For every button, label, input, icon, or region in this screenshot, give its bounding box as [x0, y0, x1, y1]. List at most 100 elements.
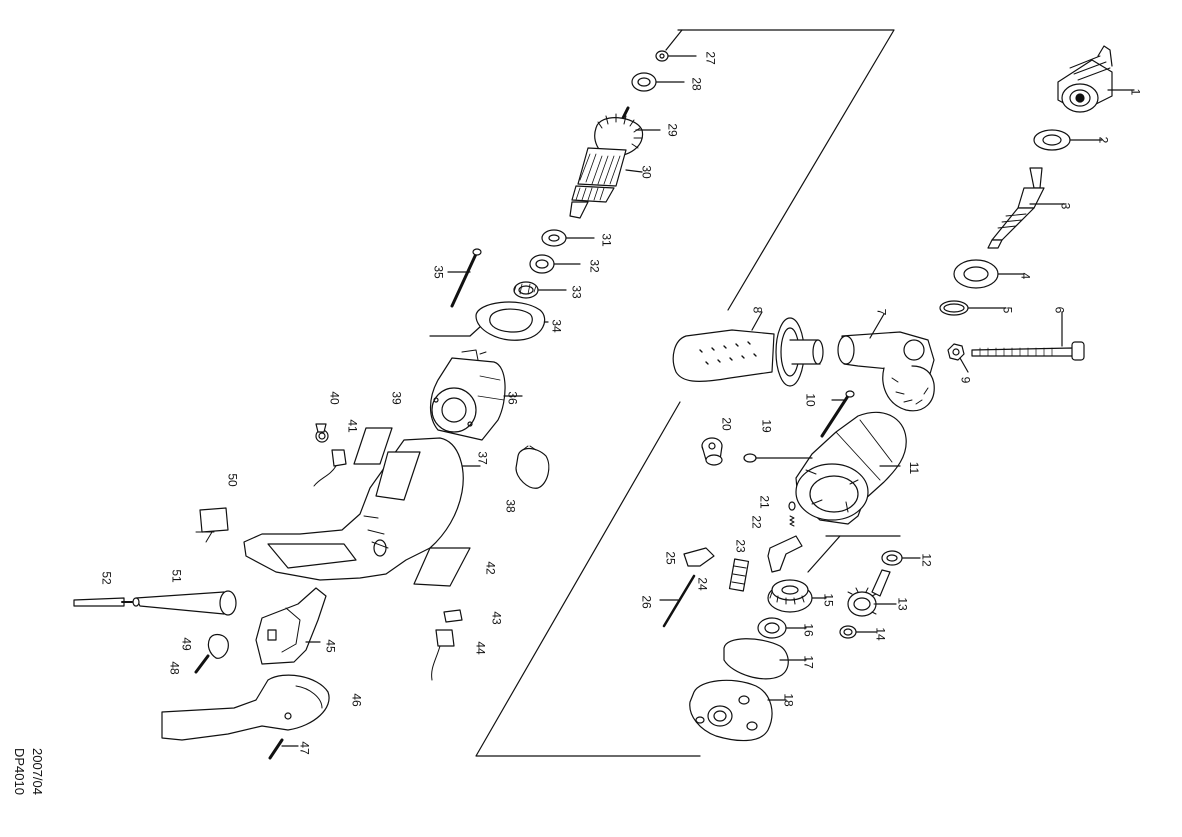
part-38-rear-cover — [515, 445, 550, 489]
part-32-ball-bearing — [529, 254, 581, 274]
part-label-38: 38 — [503, 499, 518, 513]
part-label-43: 43 — [489, 611, 504, 625]
part-12-needle-bearing — [881, 550, 921, 566]
part-14-ball-bearing — [839, 625, 877, 639]
part-label-47: 47 — [297, 741, 312, 755]
part-label-5: 5 — [1000, 306, 1015, 314]
part-label-36: 36 — [505, 391, 520, 405]
part-9-hex-nut — [947, 343, 969, 373]
part-label-24: 24 — [695, 577, 710, 591]
part-1-drill-chuck — [1057, 45, 1135, 113]
part-label-19: 19 — [759, 419, 774, 433]
part-label-11: 11 — [907, 461, 922, 475]
part-22-compression-spring — [789, 515, 795, 527]
part-label-13: 13 — [895, 597, 910, 611]
part-label-17: 17 — [801, 655, 816, 669]
part-11-gear-housing — [795, 411, 907, 525]
part-label-21: 21 — [757, 495, 772, 509]
part-label-25: 25 — [663, 551, 678, 565]
part-40-brush-holder-cap — [315, 423, 329, 443]
part-label-23: 23 — [733, 539, 748, 553]
part-2-washer — [1033, 129, 1103, 151]
part-label-16: 16 — [801, 623, 816, 637]
part-36-field — [429, 349, 523, 441]
part-29-30-armature — [569, 106, 661, 219]
part-label-51: 51 — [169, 569, 184, 583]
part-28-ball-bearing — [631, 72, 685, 92]
part-label-34: 34 — [549, 319, 564, 333]
part-label-33: 33 — [569, 285, 584, 299]
part-21-steel-ball — [788, 501, 796, 511]
part-label-22: 22 — [749, 515, 764, 529]
part-label-46: 46 — [349, 693, 364, 707]
model-number: DP4010 — [12, 748, 27, 795]
part-34-baffle-plate — [475, 301, 546, 341]
part-label-14: 14 — [873, 627, 888, 641]
part-label-52: 52 — [99, 571, 114, 585]
part-8-side-grip — [672, 311, 824, 387]
part-label-8: 8 — [750, 306, 765, 314]
part-label-27: 27 — [703, 51, 718, 65]
part-label-18: 18 — [781, 693, 796, 707]
part-19-o-ring — [743, 453, 813, 463]
part-6-depth-rod — [971, 311, 1085, 361]
part-label-40: 40 — [327, 391, 342, 405]
part-label-28: 28 — [689, 77, 704, 91]
part-18-bearing-box — [689, 679, 787, 742]
part-label-49: 49 — [179, 637, 194, 651]
part-42-name-plate — [413, 547, 471, 587]
part-label-30: 30 — [639, 165, 654, 179]
part-label-35: 35 — [431, 265, 446, 279]
part-4-ball-bearing — [953, 259, 1025, 289]
part-52-cord — [73, 597, 133, 607]
part-25-compression-spring — [683, 547, 715, 567]
part-44-noise-suppressor — [431, 629, 455, 681]
part-49-cord-guard — [207, 633, 229, 659]
part-47-tapping-screw — [268, 738, 299, 760]
part-39-name-plate — [353, 427, 393, 465]
part-label-41: 41 — [345, 419, 360, 433]
part-label-44: 44 — [473, 641, 488, 655]
part-label-10: 10 — [803, 393, 818, 407]
part-31-insulation-washer — [541, 229, 595, 247]
part-17-gasket — [723, 638, 807, 680]
part-33-bearing-retainer — [513, 281, 567, 299]
part-label-1: 1 — [1128, 88, 1143, 96]
part-5-retaining-ring — [939, 300, 1007, 316]
part-label-42: 42 — [483, 561, 498, 575]
part-51-cord-guard — [132, 590, 237, 616]
part-label-37: 37 — [475, 451, 490, 465]
part-27-rubber-ring — [655, 50, 697, 62]
part-label-9: 9 — [958, 376, 973, 384]
part-41-carbon-brush — [313, 449, 347, 487]
part-label-3: 3 — [1058, 202, 1073, 210]
part-label-20: 20 — [719, 417, 734, 431]
part-label-6: 6 — [1052, 306, 1067, 314]
part-label-29: 29 — [665, 123, 680, 137]
part-45-switch — [255, 587, 327, 665]
part-10-screw — [820, 390, 855, 438]
part-label-48: 48 — [167, 661, 182, 675]
drawing-footer: 2007/04 DP4010 — [6, 748, 50, 828]
part-35-tapping-screw — [447, 248, 482, 308]
part-23-leaf-spring — [767, 535, 803, 573]
part-label-26: 26 — [639, 595, 654, 609]
part-37-motor-housing — [243, 437, 481, 581]
part-48-tapping-screw — [194, 654, 210, 674]
part-label-50: 50 — [225, 473, 240, 487]
part-label-31: 31 — [599, 233, 614, 247]
part-label-4: 4 — [1018, 272, 1033, 280]
part-15-spur-gear — [767, 579, 827, 613]
part-label-32: 32 — [587, 259, 602, 273]
part-16-ball-bearing — [757, 617, 807, 639]
part-3-spindle — [987, 167, 1067, 249]
drawing-date: 2007/04 — [30, 748, 45, 795]
part-label-12: 12 — [919, 553, 934, 567]
part-7-grip-base — [837, 313, 935, 412]
part-label-7: 7 — [874, 308, 889, 316]
part-13-spur-gear — [847, 569, 897, 617]
part-label-2: 2 — [1096, 136, 1111, 144]
part-label-45: 45 — [323, 639, 338, 653]
part-50-cord-clamp — [195, 507, 229, 543]
